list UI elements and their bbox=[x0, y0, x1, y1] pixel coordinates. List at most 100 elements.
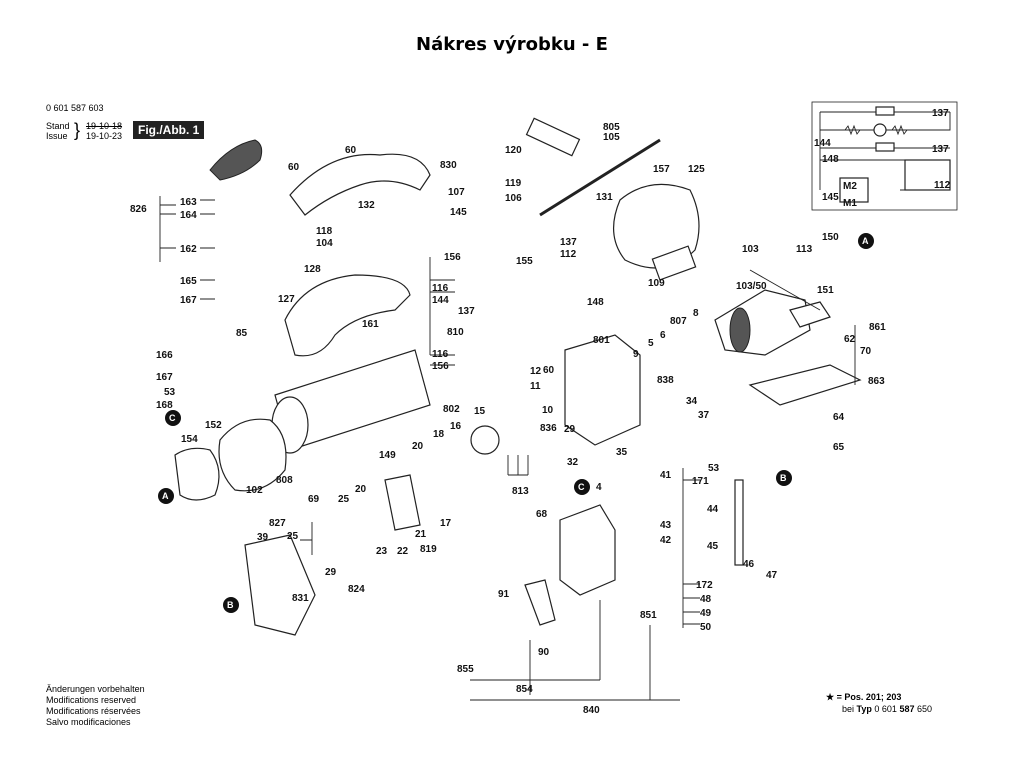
part-85: 85 bbox=[236, 328, 248, 339]
motor-cover-part bbox=[612, 183, 700, 269]
svg-text:C: C bbox=[578, 482, 585, 492]
part-131: 131 bbox=[596, 192, 613, 203]
stand-date: 19-10-18 bbox=[86, 121, 123, 131]
part-43: 43 bbox=[660, 520, 672, 531]
circuit-m2: M2 bbox=[843, 181, 857, 192]
part-60b: 60 bbox=[288, 162, 300, 173]
plunger-housing-part bbox=[559, 504, 616, 596]
callout-a-left: A bbox=[158, 488, 174, 504]
blade-holder-part bbox=[524, 579, 556, 626]
part-838: 838 bbox=[657, 375, 674, 386]
rod-part bbox=[734, 479, 744, 566]
part-171: 171 bbox=[692, 476, 709, 487]
part-830: 830 bbox=[440, 160, 457, 171]
part-152: 152 bbox=[205, 420, 222, 431]
part-62: 62 bbox=[844, 334, 856, 345]
circuit-148: 148 bbox=[822, 154, 839, 165]
part-132: 132 bbox=[358, 200, 375, 211]
part-149: 149 bbox=[379, 450, 396, 461]
part-35: 35 bbox=[616, 447, 628, 458]
part-34: 34 bbox=[686, 396, 698, 407]
part-813: 813 bbox=[512, 486, 529, 497]
part-64: 64 bbox=[833, 412, 845, 423]
part-9: 9 bbox=[633, 349, 639, 360]
part-104: 104 bbox=[316, 238, 333, 249]
part-151: 151 bbox=[817, 285, 834, 296]
part-44: 44 bbox=[707, 504, 719, 515]
part-25a: 25 bbox=[338, 494, 350, 505]
part-165: 165 bbox=[180, 276, 197, 287]
part-150: 150 bbox=[822, 232, 839, 243]
star-icon: ★ bbox=[826, 692, 835, 702]
part-810: 810 bbox=[447, 327, 464, 338]
part-12: 12 bbox=[530, 366, 542, 377]
gear-housing-part bbox=[564, 334, 641, 446]
schematic-frame bbox=[811, 101, 958, 211]
svg-text:B: B bbox=[780, 473, 787, 483]
part-119: 119 bbox=[505, 178, 522, 189]
type-number-a: 0 601 bbox=[874, 704, 897, 714]
part-113: 113 bbox=[796, 244, 813, 255]
part-20b: 20 bbox=[355, 484, 367, 495]
callouts: A A B B C C bbox=[158, 233, 874, 613]
callout-c-left: C bbox=[165, 410, 181, 426]
part-154: 154 bbox=[181, 434, 198, 445]
circuit-144: 144 bbox=[814, 138, 831, 149]
part-137a: 137 bbox=[560, 237, 577, 248]
part-68: 68 bbox=[536, 509, 548, 520]
svg-text:B: B bbox=[227, 600, 234, 610]
part-167a: 167 bbox=[180, 295, 197, 306]
fuse-symbol bbox=[875, 106, 895, 116]
control-box bbox=[904, 159, 951, 191]
part-127: 127 bbox=[278, 294, 295, 305]
part-861: 861 bbox=[869, 322, 886, 333]
part-807: 807 bbox=[670, 316, 687, 327]
foot-plate-part bbox=[748, 364, 862, 406]
part-128: 128 bbox=[304, 264, 321, 275]
part-6: 6 bbox=[660, 330, 666, 341]
part-60c: 60 bbox=[543, 365, 555, 376]
switch-box bbox=[839, 177, 869, 203]
part-102: 102 bbox=[246, 485, 263, 496]
cable-tag-part bbox=[525, 117, 581, 157]
label-109-part bbox=[651, 245, 697, 281]
note-en: Modifications reserved bbox=[46, 695, 137, 705]
handle-part bbox=[289, 153, 431, 216]
part-808: 808 bbox=[276, 475, 293, 486]
gear-part bbox=[470, 425, 500, 455]
part-840: 840 bbox=[583, 705, 600, 716]
part-157: 157 bbox=[653, 164, 670, 175]
star-note-text: = Pos. 201; 203 bbox=[836, 692, 902, 702]
part-802: 802 bbox=[443, 404, 460, 415]
part-53b: 53 bbox=[708, 463, 720, 474]
part-32: 32 bbox=[567, 457, 579, 468]
part-118: 118 bbox=[316, 226, 333, 237]
svg-text:A: A bbox=[862, 236, 869, 246]
issue-label: Issue bbox=[46, 131, 68, 141]
part-103-50: 103/50 bbox=[736, 281, 767, 292]
part-167b: 167 bbox=[156, 372, 173, 383]
part-70: 70 bbox=[860, 346, 872, 357]
callout-c-mid: C bbox=[574, 479, 590, 495]
part-172: 172 bbox=[696, 580, 713, 591]
handle-lower-part bbox=[284, 274, 411, 357]
part-116a: 116 bbox=[432, 283, 449, 294]
part-148: 148 bbox=[587, 297, 604, 308]
part-41: 41 bbox=[660, 470, 672, 481]
type-number-c: 650 bbox=[916, 704, 933, 714]
field-coil-part bbox=[218, 418, 287, 492]
part-90: 90 bbox=[538, 647, 550, 658]
part-60a: 60 bbox=[345, 145, 357, 156]
note-es: Salvo modificaciones bbox=[46, 717, 131, 727]
type-number-b: 587 bbox=[899, 704, 915, 714]
fan-part bbox=[174, 447, 220, 501]
part-156b: 156 bbox=[432, 361, 449, 372]
motor-symbol bbox=[873, 123, 887, 137]
part-15: 15 bbox=[474, 406, 486, 417]
resistor-symbol bbox=[875, 142, 895, 152]
leader-lines bbox=[159, 196, 856, 701]
part-49: 49 bbox=[700, 608, 712, 619]
part-144: 144 bbox=[432, 295, 449, 306]
part-47: 47 bbox=[766, 570, 778, 581]
part-39: 39 bbox=[257, 532, 269, 543]
